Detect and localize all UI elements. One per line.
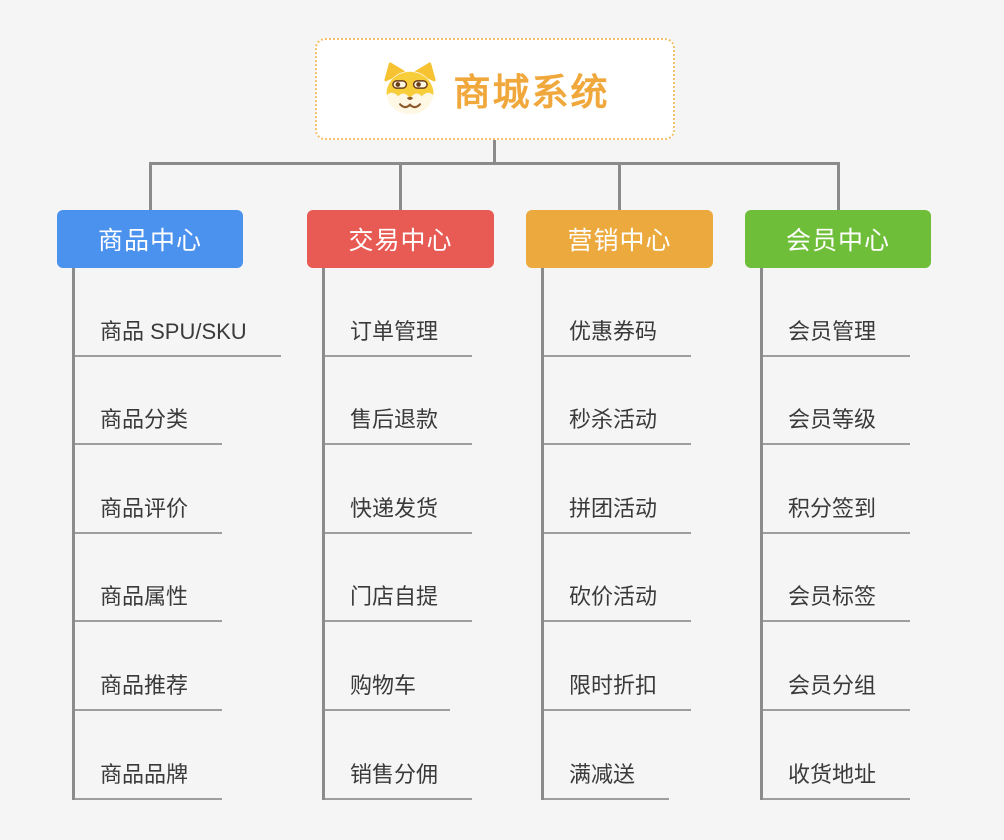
item-row: 会员标签 bbox=[745, 534, 995, 623]
mindmap-item-node[interactable]: 商品评价 bbox=[72, 491, 223, 534]
item-row: 商品评价 bbox=[57, 445, 307, 534]
item-row: 订单管理 bbox=[307, 268, 557, 357]
branch-node-3[interactable]: 会员中心 bbox=[745, 210, 931, 268]
item-row: 砍价活动 bbox=[526, 534, 776, 623]
mindmap-item-node[interactable]: 会员分组 bbox=[760, 668, 911, 711]
branch-trunk-line bbox=[322, 268, 325, 800]
branch-column-0: 商品 SPU/SKU 商品分类商品评价商品属性商品推荐商品品牌 bbox=[57, 268, 307, 800]
mindmap-item-node[interactable]: 商品推荐 bbox=[72, 668, 223, 711]
item-row: 快递发货 bbox=[307, 445, 557, 534]
item-row: 积分签到 bbox=[745, 445, 995, 534]
item-row: 优惠券码 bbox=[526, 268, 776, 357]
item-row: 限时折扣 bbox=[526, 622, 776, 711]
mindmap-item-node[interactable]: 商品分类 bbox=[72, 402, 223, 446]
item-row: 商品属性 bbox=[57, 534, 307, 623]
mindmap-item-node[interactable]: 拼团活动 bbox=[541, 491, 692, 534]
branch-stub-line bbox=[148, 162, 152, 210]
branch-column-3: 会员管理会员等级积分签到会员标签会员分组收货地址 bbox=[745, 268, 995, 800]
mindmap-item-node[interactable]: 商品属性 bbox=[72, 579, 223, 623]
mindmap-item-node[interactable]: 砍价活动 bbox=[541, 579, 692, 623]
item-row: 售后退款 bbox=[307, 357, 557, 446]
item-row: 购物车 bbox=[307, 622, 557, 711]
mindmap-item-node[interactable]: 会员管理 bbox=[760, 314, 911, 357]
branch-label: 会员中心 bbox=[785, 227, 890, 255]
mindmap-item-node[interactable]: 商品品牌 bbox=[72, 757, 223, 800]
branch-column-1: 订单管理售后退款快递发货门店自提购物车销售分佣 bbox=[307, 268, 557, 800]
branch-node-1[interactable]: 交易中心 bbox=[307, 210, 494, 268]
branch-bus-line bbox=[148, 162, 840, 165]
mindmap-item-node[interactable]: 购物车 bbox=[322, 668, 451, 711]
item-row: 会员等级 bbox=[745, 357, 995, 446]
item-row: 会员管理 bbox=[745, 268, 995, 357]
branch-label: 商品中心 bbox=[97, 227, 202, 255]
item-row: 满减送 bbox=[526, 711, 776, 800]
item-row: 门店自提 bbox=[307, 534, 557, 623]
branch-stub-line bbox=[618, 162, 621, 210]
mindmap-item-node[interactable]: 订单管理 bbox=[322, 314, 473, 357]
item-row: 商品 SPU/SKU bbox=[57, 268, 307, 357]
root-title: 商城系统 bbox=[453, 72, 610, 113]
item-row: 会员分组 bbox=[745, 622, 995, 711]
root-node[interactable]: 商城系统 bbox=[315, 38, 675, 140]
mindmap-item-node[interactable]: 积分签到 bbox=[760, 491, 911, 534]
mindmap-item-node[interactable]: 会员等级 bbox=[760, 402, 911, 446]
branch-label: 交易中心 bbox=[348, 227, 453, 255]
mindmap-item-node[interactable]: 门店自提 bbox=[322, 579, 473, 623]
item-row: 销售分佣 bbox=[307, 711, 557, 800]
dog-icon bbox=[383, 62, 436, 115]
mindmap-item-node[interactable]: 售后退款 bbox=[322, 402, 473, 446]
mindmap-item-node[interactable]: 快递发货 bbox=[322, 491, 473, 534]
item-row: 收货地址 bbox=[745, 711, 995, 800]
mindmap-item-node[interactable]: 秒杀活动 bbox=[541, 402, 692, 446]
mindmap-item-node[interactable]: 销售分佣 bbox=[322, 757, 473, 800]
branch-trunk-line bbox=[72, 268, 75, 800]
item-row: 商品推荐 bbox=[57, 622, 307, 711]
branch-node-2[interactable]: 营销中心 bbox=[526, 210, 713, 268]
branch-trunk-line bbox=[760, 268, 763, 800]
branch-trunk-line bbox=[541, 268, 544, 800]
root-stem-line bbox=[493, 140, 496, 165]
item-row: 拼团活动 bbox=[526, 445, 776, 534]
branch-column-2: 优惠券码秒杀活动拼团活动砍价活动限时折扣满减送 bbox=[526, 268, 776, 800]
item-row: 商品分类 bbox=[57, 357, 307, 446]
branch-stub-line bbox=[836, 162, 840, 210]
branch-label: 营销中心 bbox=[567, 227, 672, 255]
branch-stub-line bbox=[399, 162, 402, 210]
item-row: 商品品牌 bbox=[57, 711, 307, 800]
mindmap-item-node[interactable]: 会员标签 bbox=[760, 579, 911, 623]
mindmap-item-node[interactable]: 收货地址 bbox=[760, 757, 911, 800]
mindmap-item-node[interactable]: 限时折扣 bbox=[541, 668, 692, 711]
mindmap-item-node[interactable]: 商品 SPU/SKU bbox=[72, 314, 281, 357]
mindmap-item-node[interactable]: 满减送 bbox=[541, 757, 670, 800]
item-row: 秒杀活动 bbox=[526, 357, 776, 446]
mindmap-item-node[interactable]: 优惠券码 bbox=[541, 314, 692, 357]
branch-node-0[interactable]: 商品中心 bbox=[57, 210, 243, 268]
